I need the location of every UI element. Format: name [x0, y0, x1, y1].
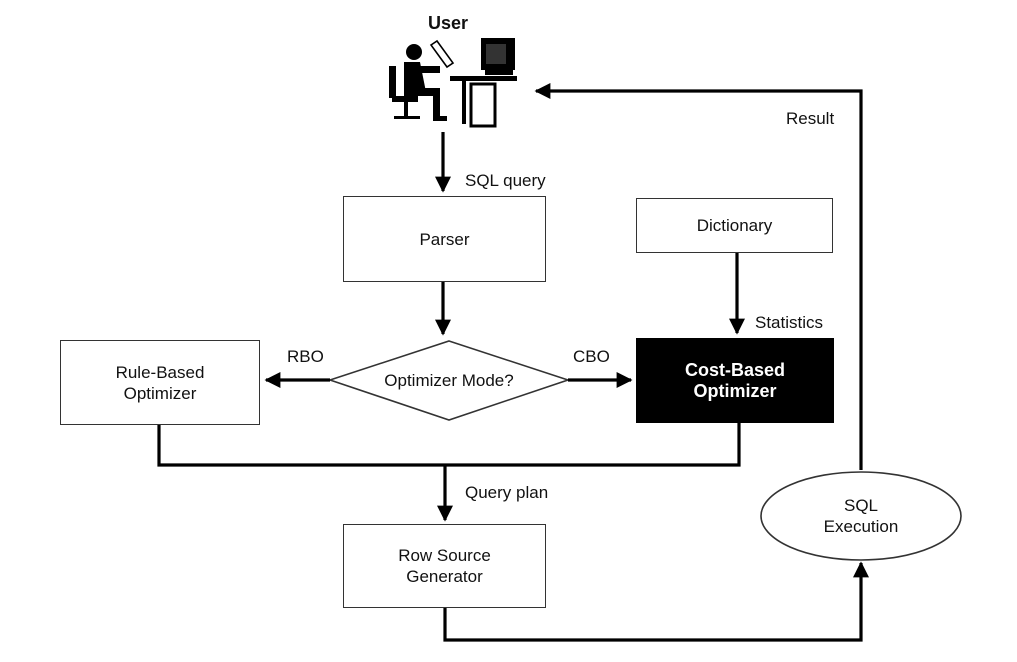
statistics-label: Statistics: [755, 313, 824, 332]
rule-based-optimizer-box: Rule-Based Optimizer: [60, 340, 260, 425]
sql-query-label: SQL query: [465, 171, 546, 190]
rule-based-label-line-1: Rule-Based: [115, 362, 205, 382]
sql-execution-label-line-1: SQL: [843, 496, 879, 515]
edge-row-source-to-execution: [443, 561, 869, 642]
sql-execution-label-line-2: Execution: [823, 517, 899, 536]
cost-based-label-line-2: Optimizer: [693, 380, 777, 401]
result-label: Result: [786, 109, 835, 128]
rule-based-label-line-2: Optimizer: [123, 383, 197, 403]
sql-execution-ellipse: [760, 471, 962, 561]
dictionary-label: Dictionary: [696, 216, 773, 235]
parser-box: Parser: [343, 196, 546, 282]
rbo-label: RBO: [287, 347, 324, 366]
edge-result-to-user: [534, 83, 863, 470]
query-plan-label: Query plan: [465, 483, 549, 502]
optimizer-mode-label: Optimizer Mode?: [384, 371, 514, 390]
row-source-generator-box: Row Source Generator: [343, 524, 546, 608]
user-at-computer-icon: [389, 38, 517, 128]
user-label: User: [428, 13, 469, 33]
cost-based-optimizer-box: Cost-Based Optimizer: [636, 338, 834, 423]
parser-label: Parser: [419, 229, 470, 249]
optimizer-mode-diamond: [327, 340, 571, 421]
sql-execution-label: SQL Execution: [781, 495, 941, 537]
row-source-label-line-2: Generator: [406, 567, 483, 586]
row-source-label-line-1: Row Source: [398, 546, 491, 565]
cbo-label: CBO: [573, 347, 610, 366]
cost-based-label-line-1: Cost-Based: [684, 359, 786, 380]
edge-optimizers-merge: [157, 423, 741, 467]
dictionary-box: Dictionary: [636, 198, 833, 253]
